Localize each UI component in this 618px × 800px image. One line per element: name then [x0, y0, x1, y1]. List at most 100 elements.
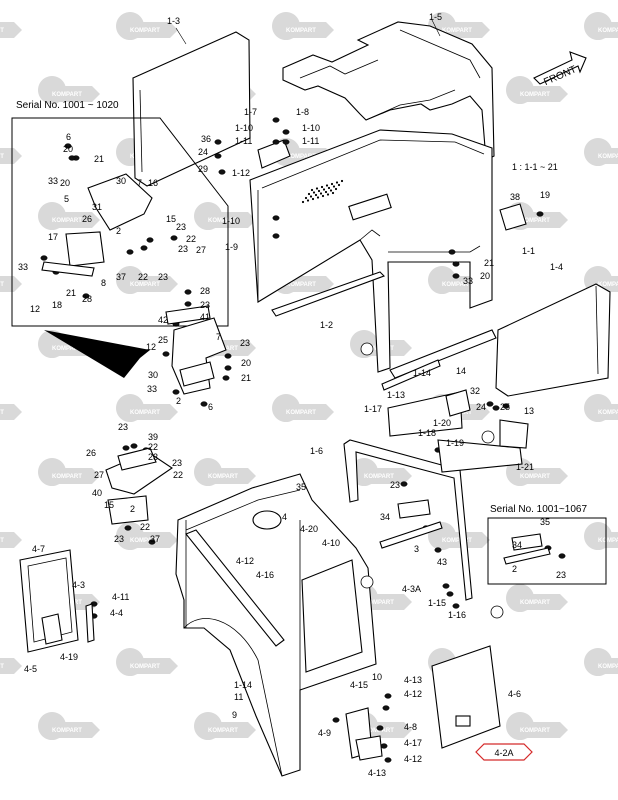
- fastener: [214, 153, 222, 159]
- callout-label: 21: [241, 373, 251, 383]
- callout-label: 1-14: [413, 368, 431, 378]
- callout-label: 4-13: [404, 675, 422, 685]
- watermark-text: KOMPART: [364, 728, 394, 734]
- callout-label: 28: [82, 294, 92, 304]
- callout-label: 21: [94, 154, 104, 164]
- callout-label: 1-19: [446, 438, 464, 448]
- callout-label: 1-13: [387, 390, 405, 400]
- callout-label: 15: [166, 214, 176, 224]
- fastener: [492, 405, 500, 411]
- label-plate: [455, 715, 471, 727]
- callout-label: 24: [198, 147, 208, 157]
- callout-label: 4-20: [300, 524, 318, 534]
- fastener: [162, 351, 170, 357]
- fastener: [558, 553, 566, 559]
- callout-label: 23: [178, 244, 188, 254]
- watermark-text: KOMPART: [0, 538, 4, 544]
- callout-label: 22: [140, 522, 150, 532]
- watermark-text: KOMPART: [0, 154, 4, 160]
- ref-marks: [360, 342, 504, 619]
- callout-label: 6: [208, 402, 213, 412]
- figure-note: 1 : 1-1 ~ 21: [512, 162, 558, 172]
- watermark-text: KOMPART: [520, 92, 550, 98]
- fastener: [172, 389, 180, 395]
- body-4: [175, 473, 377, 777]
- inset-rod-34: [511, 533, 543, 551]
- fastener: [380, 743, 388, 749]
- panel-1-3: [132, 31, 251, 187]
- callout-label: 1-21: [516, 462, 534, 472]
- callout-label: 21: [66, 288, 76, 298]
- watermark-text: KOMPART: [0, 28, 4, 34]
- watermark-tile: KOMPART: [0, 148, 22, 164]
- watermark-text: KOMPART: [0, 410, 4, 416]
- watermark-text: KOMPART: [520, 218, 550, 224]
- watermark-text: KOMPART: [52, 218, 82, 224]
- callout-label: 28: [200, 286, 210, 296]
- callout-label: 11: [234, 692, 243, 702]
- fastener: [40, 255, 48, 261]
- callout-label: 4-8: [404, 722, 417, 732]
- callout-label: 34: [512, 540, 522, 550]
- watermark-text: KOMPART: [598, 154, 618, 160]
- callout-label: 9: [232, 710, 237, 720]
- callout-label: 2: [512, 564, 517, 574]
- fastener: [82, 293, 90, 299]
- door-4-3: [19, 549, 79, 653]
- callout-label: 1-10: [222, 216, 240, 226]
- detail-inset-2: [487, 517, 607, 585]
- callout-label: 7: [216, 332, 221, 342]
- fastener: [282, 129, 290, 135]
- watermark-tile: KOMPART: [506, 584, 568, 613]
- watermark-tile: KOMPART: [506, 76, 568, 105]
- watermark-text: KOMPART: [208, 218, 238, 224]
- callout-label: 4-3: [72, 580, 85, 590]
- cab-frame-1-1: [249, 129, 493, 373]
- fastener: [224, 353, 232, 359]
- watermark-text: KOMPART: [520, 474, 550, 480]
- callout-label: 14: [456, 366, 466, 376]
- callout-label: 4: [282, 512, 287, 522]
- callout-label: 2: [176, 396, 181, 406]
- detail-inset-frame: [11, 117, 229, 327]
- callout-label: 1-6: [310, 446, 323, 456]
- watermark-tile: KOMPART: [38, 458, 100, 487]
- watermark-text: KOMPART: [364, 474, 394, 480]
- fastener: [200, 401, 208, 407]
- callout-label: 1-10: [235, 123, 253, 133]
- watermark-text: KOMPART: [598, 410, 618, 416]
- callout-label: 20: [60, 178, 70, 188]
- plate-4-2: [431, 645, 501, 749]
- callout-label: 27: [196, 245, 206, 255]
- strip-1-13: [381, 359, 441, 391]
- watermark-text: KOMPART: [520, 728, 550, 734]
- inset-plate: [41, 261, 95, 277]
- body-hole: [252, 510, 282, 530]
- callout-label: 34: [380, 512, 390, 522]
- latch-4-3A: [41, 613, 63, 645]
- callout-label: 25: [500, 402, 510, 412]
- watermark-tile: KOMPART: [194, 712, 256, 741]
- callout-label: 15: [104, 500, 114, 510]
- callout-label: 41: [200, 312, 210, 322]
- callout-label: 1-10: [302, 123, 320, 133]
- callout-label: 1-18: [418, 428, 436, 438]
- callout-label: 1-2: [320, 320, 333, 330]
- hinge-13: [499, 419, 529, 449]
- callout-label: 23: [556, 570, 566, 580]
- callout-label: 4-7: [32, 544, 45, 554]
- fastener: [502, 403, 510, 409]
- fastener: [218, 169, 226, 175]
- watermark-tile: KOMPART: [428, 522, 490, 551]
- callout-label: 40: [92, 488, 102, 498]
- callout-label: 23: [390, 480, 400, 490]
- callout-label: 36: [201, 134, 211, 144]
- fastener: [486, 401, 494, 407]
- fastener: [452, 261, 460, 267]
- fastener: [184, 289, 192, 295]
- fastener: [148, 539, 156, 545]
- callout-label: 1-1: [522, 246, 535, 256]
- callout-label: 43: [437, 557, 447, 567]
- callout-label: 2: [116, 226, 121, 236]
